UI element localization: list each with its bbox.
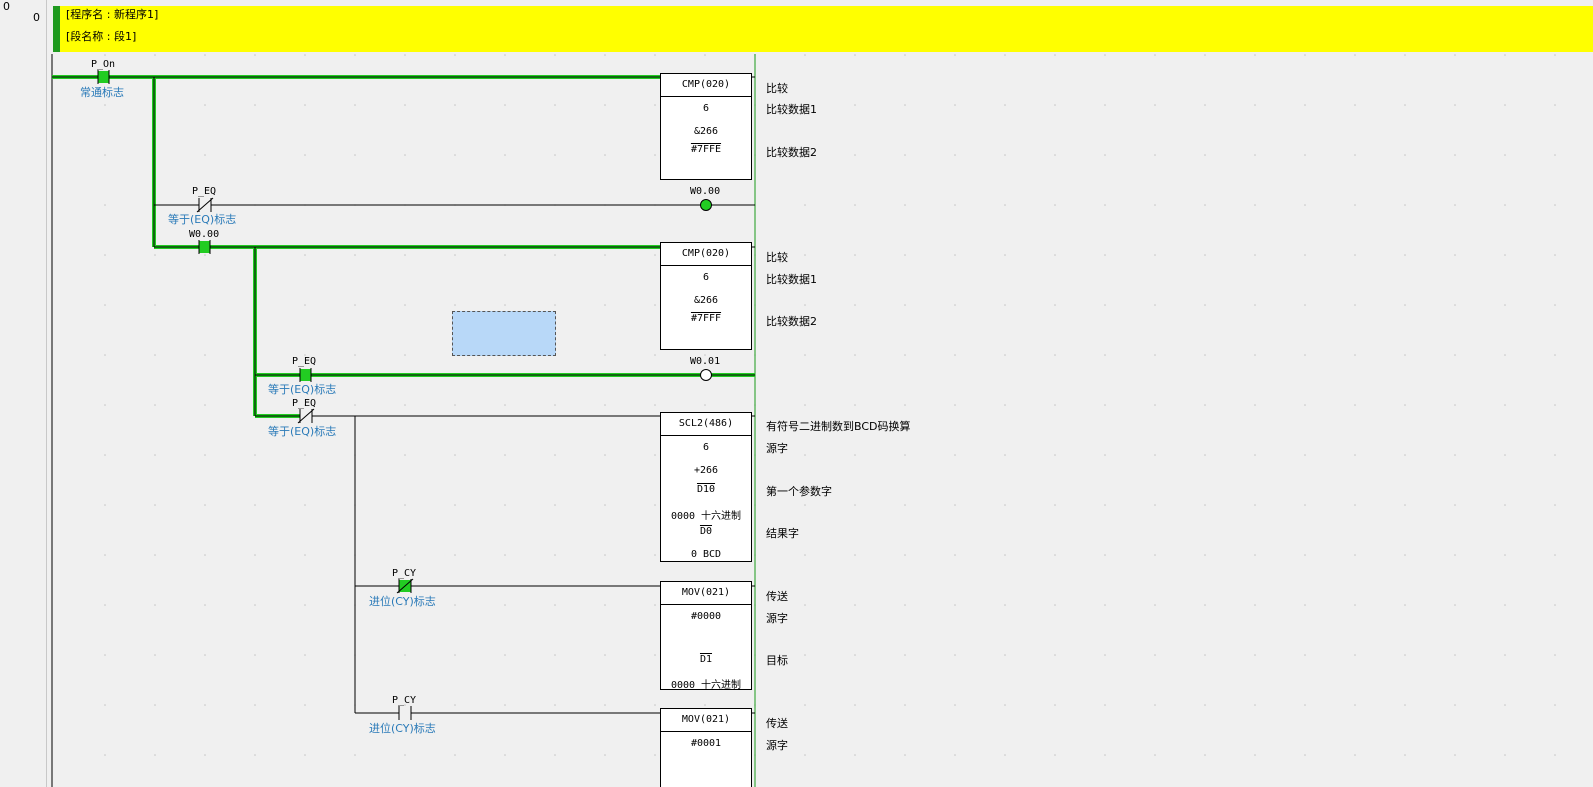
cmp-1-function: 比较 (766, 82, 788, 95)
comment-marker (53, 6, 60, 52)
contact-p-eq-3-desc: 等于(EQ)标志 (268, 425, 337, 438)
contact-p-eq-2-label: P_EQ (292, 356, 317, 367)
instruction-mov-1[interactable]: MOV(021) #0000 D1 0000 十六进制 (660, 581, 752, 691)
cmp-1-fn-op1: 比较数据1 (766, 103, 817, 116)
step-number: 0 (33, 11, 40, 24)
mov-1-fn-op1: 源字 (766, 612, 788, 625)
instruction-mov-2[interactable]: MOV(021) #0001 (660, 708, 752, 787)
scl2-op1: 6 (702, 442, 710, 453)
scl2-op2b: D10 (696, 484, 716, 495)
scl2-op4: 0 BCD (690, 549, 722, 560)
cmp-2-function: 比较 (766, 251, 788, 264)
mov-2-fn-op1: 源字 (766, 739, 788, 752)
contact-w0-00-label: W0.00 (189, 229, 220, 240)
coil-w0-01-label: W0.01 (690, 356, 721, 367)
contact-p-eq-2-desc: 等于(EQ)标志 (268, 383, 337, 396)
contact-p-cy-1-label: P_CY (392, 568, 417, 579)
contact-p-on-label: P_On (91, 59, 116, 70)
cmp-1-op2a: &266 (693, 126, 719, 137)
contact-p-on-desc: 常通标志 (80, 86, 124, 99)
instruction-scl2[interactable]: SCL2(486) 6 +266 D10 0000 十六进制 D0 0 BCD (660, 412, 752, 562)
mov-1-op1: #0000 (690, 611, 722, 622)
cmp-1-op2b: #7FFE (690, 144, 722, 155)
mov-1-op2: D1 (699, 654, 713, 665)
rung-comment[interactable] (53, 6, 1593, 52)
program-name: [程序名 : 新程序1] (66, 8, 159, 21)
rung-gutter (0, 0, 46, 787)
instruction-mov-1-title: MOV(021) (661, 582, 751, 605)
instruction-scl2-title: SCL2(486) (661, 413, 751, 436)
contact-p-eq-1-desc: 等于(EQ)标志 (168, 213, 237, 226)
cmp-2-op1: 6 (702, 272, 710, 283)
contact-p-eq-1-label: P_EQ (192, 186, 217, 197)
line-number: 0 (3, 0, 10, 13)
instruction-mov-2-title: MOV(021) (661, 709, 751, 732)
mov-2-function: 传送 (766, 717, 788, 730)
scl2-op2a: +266 (693, 465, 719, 476)
gutter-divider (46, 0, 47, 787)
selection-cursor[interactable] (452, 311, 556, 356)
cmp-2-op2a: &266 (693, 295, 719, 306)
mov-1-function: 传送 (766, 590, 788, 603)
instruction-cmp-2[interactable]: CMP(020) 6 &266 #7FFF (660, 242, 752, 350)
instruction-cmp-1[interactable]: CMP(020) 6 &266 #7FFE (660, 73, 752, 180)
contact-p-eq-3-label: P_EQ (292, 398, 317, 409)
mov-1-op2b: 0000 十六进制 (670, 680, 742, 691)
contact-p-cy-2-desc: 进位(CY)标志 (369, 722, 436, 735)
cmp-2-fn-op2: 比较数据2 (766, 315, 817, 328)
cmp-2-fn-op1: 比较数据1 (766, 273, 817, 286)
mov-2-op1: #0001 (690, 738, 722, 749)
mov-1-fn-op2: 目标 (766, 654, 788, 667)
scl2-fn-op1: 源字 (766, 442, 788, 455)
cmp-1-op1: 6 (702, 103, 710, 114)
scl2-function: 有符号二进制数到BCD码换算 (766, 420, 911, 433)
section-name: [段名称 : 段1] (66, 30, 137, 43)
scl2-op3b: D0 (699, 526, 713, 537)
scl2-fn-op3: 结果字 (766, 527, 799, 540)
coil-w0-00-label: W0.00 (690, 186, 721, 197)
scl2-op3a: 0000 十六进制 (670, 511, 742, 522)
cmp-1-fn-op2: 比较数据2 (766, 146, 817, 159)
contact-p-cy-1-desc: 进位(CY)标志 (369, 595, 436, 608)
cmp-2-op2b: #7FFF (690, 313, 722, 324)
contact-p-cy-2-label: P_CY (392, 695, 417, 706)
instruction-cmp-1-title: CMP(020) (661, 74, 751, 97)
scl2-fn-op2: 第一个参数字 (766, 485, 832, 498)
instruction-cmp-2-title: CMP(020) (661, 243, 751, 266)
